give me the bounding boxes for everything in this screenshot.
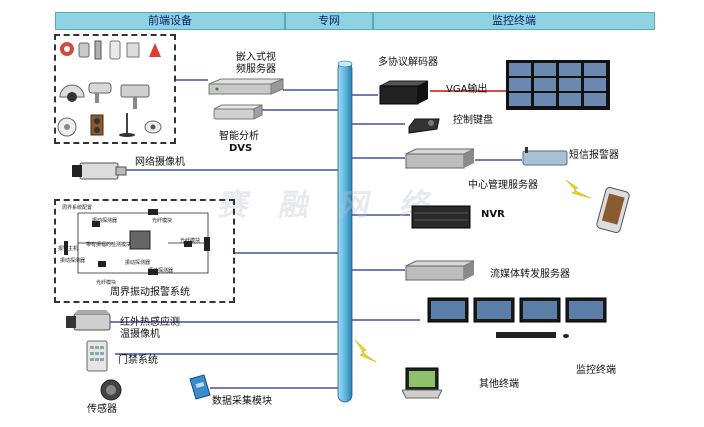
perimeter-label-b: 光纤模块 [180, 238, 201, 244]
other-terminal-label: 其他终端 [479, 379, 519, 390]
perimeter-label-alarm-host: 报警主机 [58, 246, 79, 252]
access-control-label: 门禁系统 [118, 355, 158, 366]
perimeter-label-system-config: 周界系统配置 [62, 205, 93, 211]
perimeter-label-d: 光纤模块 [96, 280, 117, 286]
perimeter-label-multi-module: 带有振幅的检测模块 [86, 242, 132, 248]
infrared-camera-label-1: 红外热感应测 [120, 317, 180, 328]
monitor-workstations-icon [427, 297, 607, 338]
network-camera-label: 网络摄像机 [135, 157, 185, 168]
vga-output-label: VGA输出 [446, 84, 488, 95]
laptop-icon [402, 367, 442, 399]
monitor-terminal-label: 监控终端 [576, 365, 616, 376]
access-control-icon [86, 340, 108, 372]
central-server-label: 中心管理服务器 [468, 180, 538, 191]
perimeter-label-probe: 振动探测器 [92, 218, 118, 224]
header-private-network: 专网 [285, 12, 373, 30]
dvs-icon [213, 104, 263, 120]
video-wall-icon [506, 60, 610, 110]
control-keyboard-icon [408, 118, 440, 134]
network-camera-icon [72, 162, 127, 180]
data-acquisition-label: 数据采集模块 [212, 396, 272, 407]
intelligent-analysis-label: 智能分析 [219, 131, 259, 142]
header-monitoring-terminal: 监控终端 [373, 12, 655, 30]
decoder-icon [379, 80, 429, 105]
perimeter-label-c: 振动探测器 [148, 268, 174, 274]
front-end-devices-box [54, 34, 176, 144]
header-front-end: 前端设备 [55, 12, 285, 30]
perimeter-label-relay: 光纤模块 [152, 218, 173, 224]
sms-alarm-icon [522, 147, 568, 166]
decoder-label: 多协议解码器 [378, 57, 438, 68]
perimeter-alarm-box [54, 199, 235, 303]
streaming-server-icon [405, 260, 475, 281]
data-acquisition-icon [189, 374, 211, 400]
sms-alarm-label: 短信报警器 [569, 150, 619, 161]
mobile-phone-icon [596, 187, 630, 233]
infrared-camera-icon [66, 310, 111, 331]
perimeter-label-a: 振动探测器 [125, 260, 151, 266]
central-server-icon [405, 148, 475, 169]
streaming-server-label: 流媒体转发服务器 [490, 269, 570, 280]
control-keyboard-label: 控制键盘 [453, 115, 493, 126]
device-icons-grid [57, 40, 162, 137]
infrared-camera-label-2: 温摄像机 [120, 329, 160, 340]
embedded-video-server-icon [208, 78, 284, 95]
embedded-video-server-label-1: 嵌入式视 [236, 52, 276, 63]
perimeter-schematic [64, 209, 210, 275]
sensor-label: 传感器 [87, 404, 117, 415]
perimeter-label-e: 振动探测器 [60, 258, 86, 264]
nvr-label: NVR [481, 209, 505, 220]
embedded-video-server-label-2: 频服务器 [236, 64, 276, 75]
sensor-icon [100, 379, 122, 401]
perimeter-alarm-label: 周界振动报警系统 [110, 287, 190, 298]
dvs-label: DVS [229, 143, 253, 154]
nvr-icon [411, 205, 471, 229]
